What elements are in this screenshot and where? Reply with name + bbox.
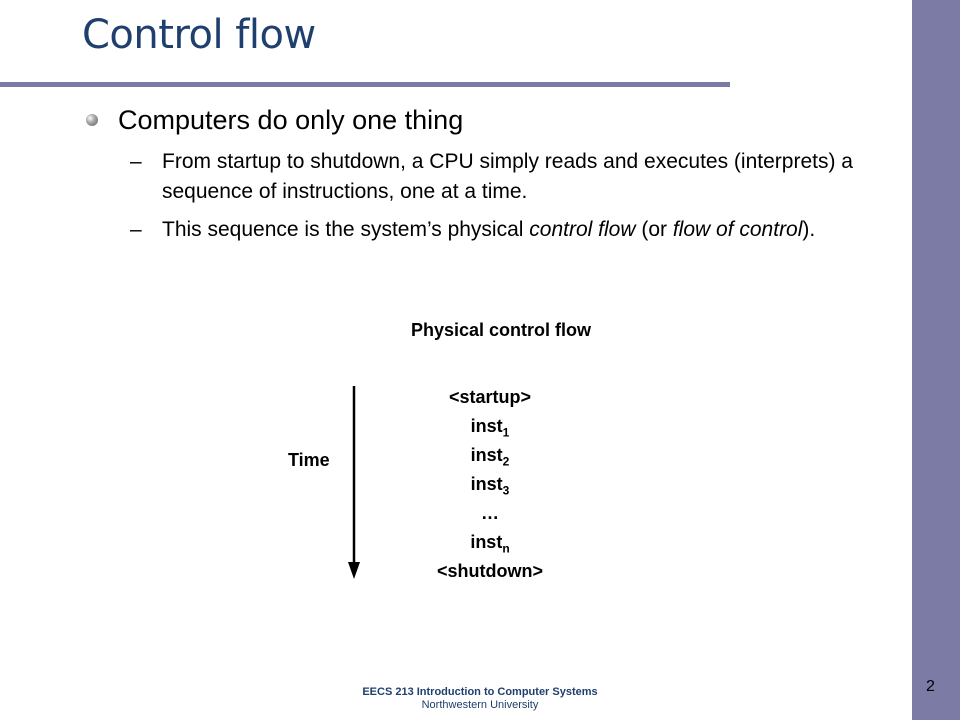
- term-flow-of-control: flow of control: [672, 218, 803, 241]
- slide-title: Control flow: [82, 12, 316, 58]
- sequence-item: <shutdown>: [436, 561, 543, 581]
- sub-bullet-2: – This sequence is the system’s physical…: [130, 215, 910, 245]
- side-accent-bar: [912, 0, 960, 720]
- sequence-item: …: [481, 503, 499, 523]
- sequence-item: inst2: [470, 445, 510, 469]
- text-segment: ).: [802, 218, 816, 241]
- sequence-item: inst3: [470, 474, 510, 498]
- page-number: 2: [926, 678, 935, 695]
- sequence-item: instn: [470, 532, 510, 556]
- sequence-item: inst1: [470, 416, 510, 440]
- sub-bullet-text: From startup to shutdown, a CPU simply r…: [162, 150, 853, 203]
- sequence-item: <startup>: [448, 387, 532, 407]
- footer-university: Northwestern University: [421, 699, 539, 711]
- term-control-flow: control flow: [529, 218, 636, 241]
- dash-icon: –: [130, 150, 142, 173]
- time-axis-label: Time: [288, 450, 330, 470]
- bullet-icon: [86, 114, 98, 126]
- sub-bullet-1: – From startup to shutdown, a CPU simply…: [130, 147, 910, 207]
- footer: EECS 213 Introduction to Computer System…: [330, 686, 630, 712]
- time-arrow-icon: [348, 386, 360, 579]
- title-underline: [0, 82, 730, 87]
- text-segment: This sequence is the system’s physical: [162, 218, 530, 241]
- main-bullet: Computers do only one thing: [118, 105, 464, 135]
- text-segment: (or: [635, 218, 673, 241]
- sub-bullet-text: This sequence is the system’s physical c…: [130, 215, 910, 245]
- dash-icon: –: [130, 218, 142, 241]
- instruction-sequence: <startup> inst1 inst2 inst3 … instn <shu…: [390, 383, 590, 586]
- footer-course: EECS 213 Introduction to Computer System…: [362, 686, 598, 698]
- diagram-title: Physical control flow: [410, 320, 592, 340]
